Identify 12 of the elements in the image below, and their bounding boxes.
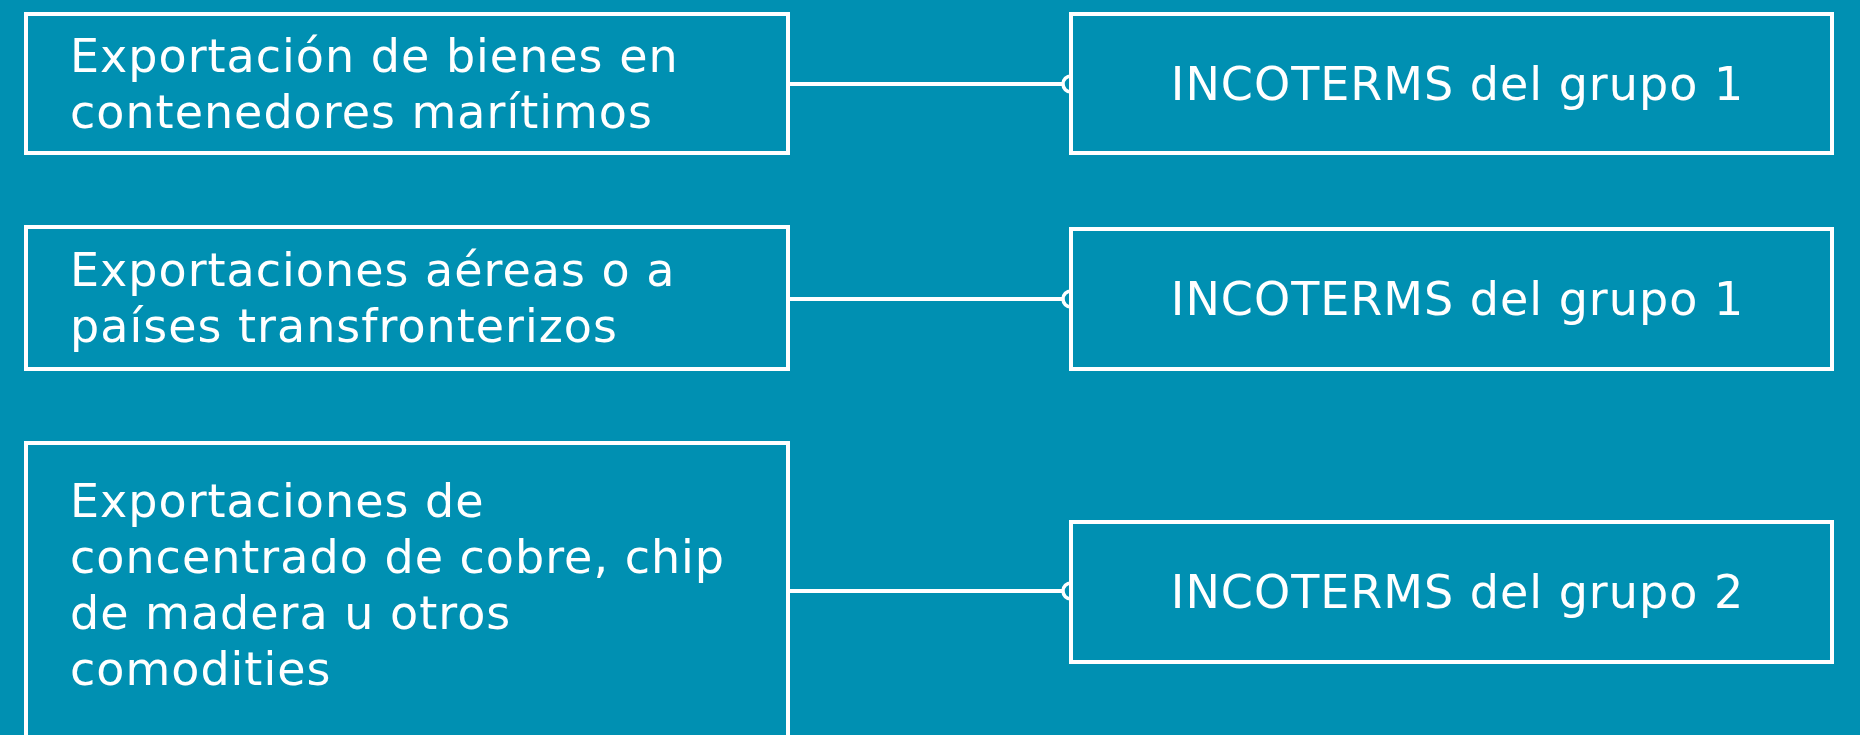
text-box — [1069, 227, 1834, 371]
box-label: INCOTERMS del grupo 2 — [1170, 564, 1745, 620]
text-box — [1069, 12, 1834, 155]
text-box — [24, 225, 790, 371]
box-label: Exportación de bienes en contenedores marítimos — [70, 27, 680, 140]
box-label: INCOTERMS del grupo 1 — [1170, 55, 1745, 112]
text-box — [24, 12, 790, 155]
box-label: Exportaciones de concentrado de cobre, chip de madera u otros comodities — [70, 473, 727, 697]
box-label: INCOTERMS del grupo 1 — [1170, 271, 1745, 327]
text-box — [24, 441, 790, 735]
text-box — [1069, 520, 1834, 664]
box-label: Exportaciones aéreas o a países transfronterizos — [70, 242, 677, 354]
